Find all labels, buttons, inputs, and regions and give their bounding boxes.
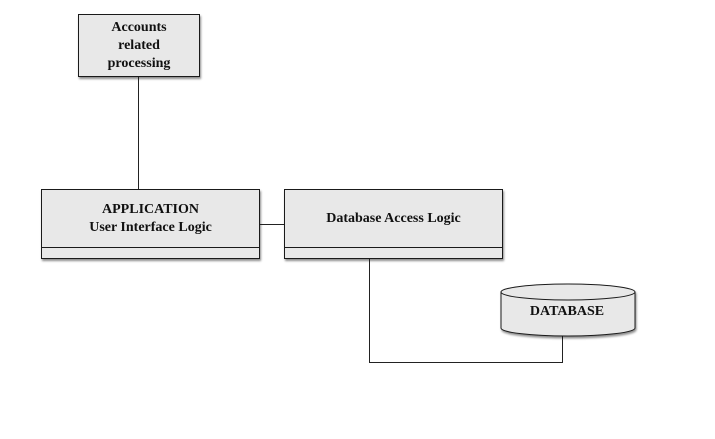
application-footer-strip <box>42 247 259 258</box>
application-subtitle: User Interface Logic <box>89 219 212 235</box>
accounts-line-1: Accounts <box>111 19 167 35</box>
database-access-logic-label: Database Access Logic <box>326 210 461 226</box>
database-access-logic-box: Database Access Logic <box>284 189 503 259</box>
application-title: APPLICATION <box>102 201 199 217</box>
dbaccess-footer-strip <box>285 247 502 258</box>
connector-dbaccess-horizontal <box>369 362 563 363</box>
application-box: APPLICATION User Interface Logic <box>41 189 260 259</box>
accounts-line-3: processing <box>107 55 171 71</box>
connector-accounts-application <box>138 77 139 189</box>
connector-application-dbaccess <box>260 224 284 225</box>
accounts-processing-box: Accounts related processing <box>78 14 200 77</box>
database-label: DATABASE <box>529 304 605 319</box>
connector-dbaccess-down <box>369 259 370 363</box>
connector-database-up <box>562 336 563 363</box>
database-cylinder-icon <box>500 283 636 337</box>
accounts-line-2: related <box>118 37 160 53</box>
